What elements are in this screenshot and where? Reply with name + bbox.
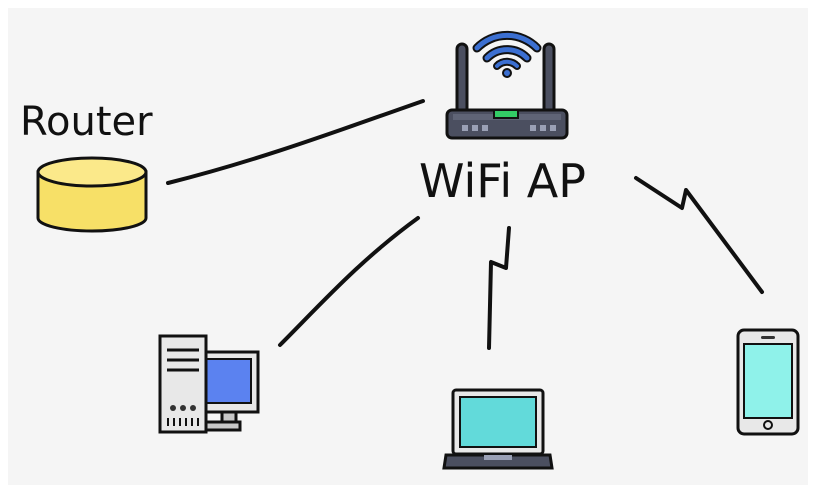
router-ap-link — [166, 99, 425, 185]
smartphone-icon — [736, 328, 800, 436]
ap-phone-wireless-link — [634, 176, 764, 294]
desktop-computer-icon — [158, 334, 260, 434]
ap-pc-link — [278, 216, 420, 347]
wifi-signal-icon — [472, 30, 542, 78]
router-label: Router — [20, 99, 153, 145]
ap-label: WiFi AP — [419, 154, 586, 208]
database-cylinder-icon — [36, 156, 148, 233]
ap-laptop-wireless-link — [487, 226, 511, 350]
diagram-panel — [8, 8, 808, 485]
laptop-icon — [442, 388, 554, 470]
wifi-router-icon — [445, 30, 569, 140]
